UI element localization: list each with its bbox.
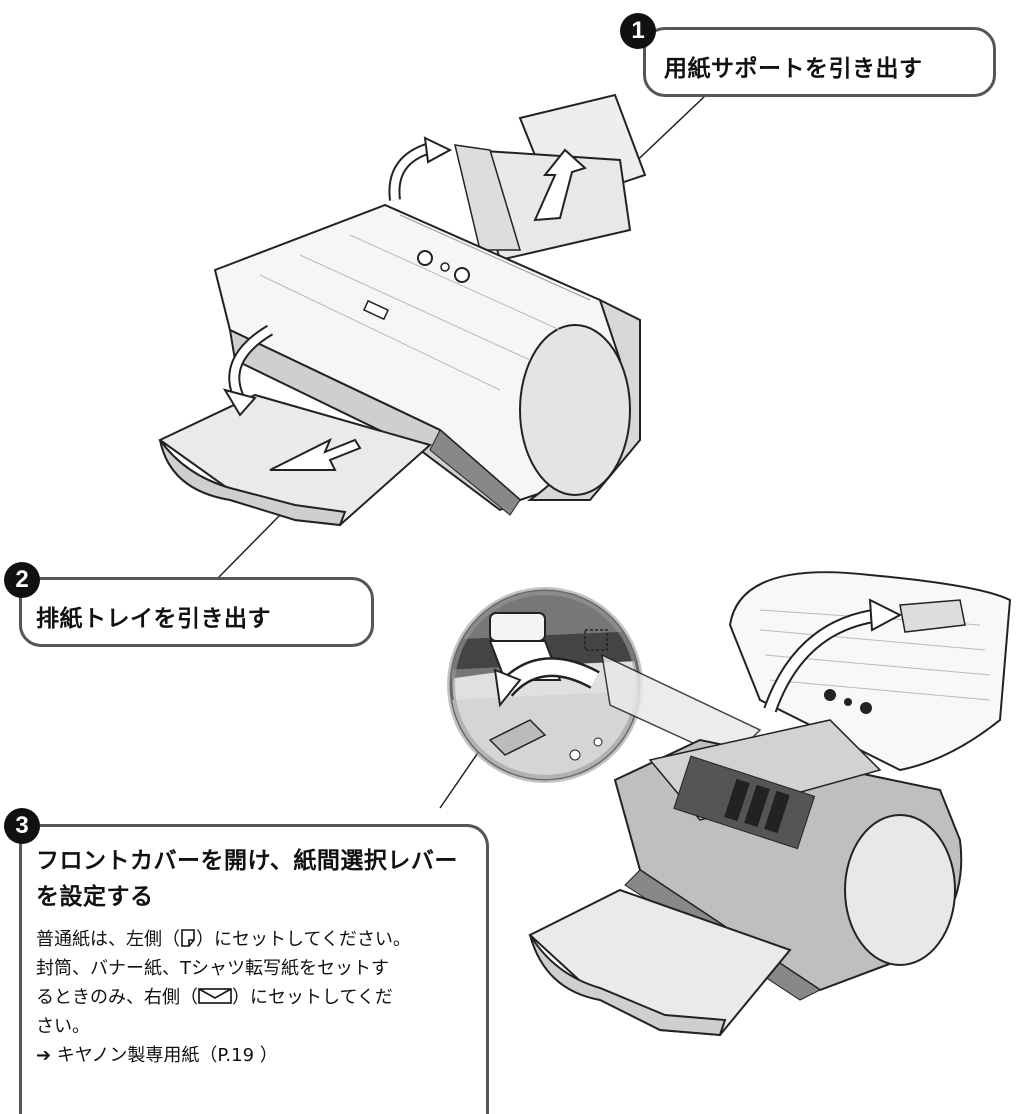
envelope-icon bbox=[198, 988, 232, 1004]
step3-number-badge: 3 bbox=[4, 808, 40, 844]
step2-callout: 排紙トレイを引き出す bbox=[19, 577, 374, 647]
printer-bottom-illustration bbox=[528, 571, 1012, 1037]
step2-number-badge: 2 bbox=[4, 562, 40, 598]
printer-top-illustration bbox=[158, 93, 647, 527]
step3-title-line2: を設定する bbox=[36, 884, 154, 910]
step3-callout: フロントカバーを開け、紙間選択レバー を設定する 普通紙は、左側（）にセットして… bbox=[19, 824, 489, 1114]
plain-paper-icon bbox=[181, 929, 195, 947]
step1-callout: 用紙サポートを引き出す bbox=[643, 27, 996, 97]
step3-body-line4: さい。 bbox=[36, 1016, 90, 1037]
step2-title: 排紙トレイを引き出す bbox=[36, 606, 271, 632]
step3-body-line2: 封筒、バナー紙、Tシャツ転写紙をセットす bbox=[36, 958, 389, 979]
leader-line-step2 bbox=[217, 509, 286, 579]
step3-body-line5: ➔ キヤノン製専用紙（P.19 ） bbox=[36, 1045, 278, 1066]
step3-body-line3: るときのみ、右側（）にセットしてくだ bbox=[36, 987, 393, 1008]
step3-body: 普通紙は、左側（）にセットしてください。 封筒、バナー紙、Tシャツ転写紙をセット… bbox=[36, 925, 411, 1070]
step3-body-line1: 普通紙は、左側（）にセットしてください。 bbox=[36, 929, 411, 950]
step3-title: フロントカバーを開け、紙間選択レバー を設定する bbox=[36, 843, 458, 915]
step1-number-badge: 1 bbox=[620, 13, 656, 49]
step1-title: 用紙サポートを引き出す bbox=[664, 56, 923, 82]
step3-title-line1: フロントカバーを開け、紙間選択レバー bbox=[36, 848, 458, 874]
